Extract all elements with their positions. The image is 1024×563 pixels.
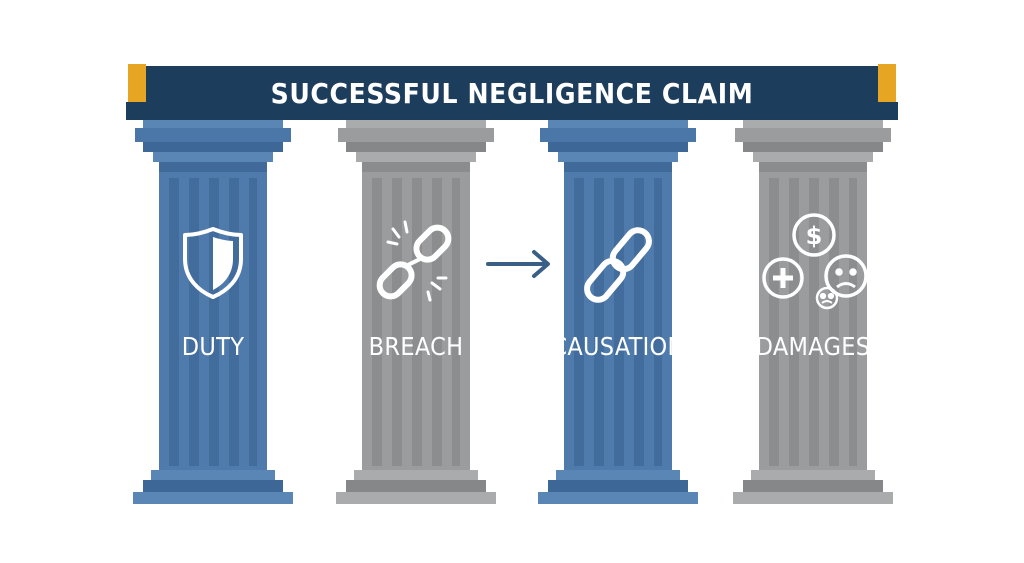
pillar-label-damages: DAMAGES [755, 332, 871, 361]
title-banner [126, 64, 898, 120]
pillar-label-breach: BREACH [368, 332, 464, 361]
banner-title: SUCCESSFUL NEGLIGENCE CLAIM [270, 77, 754, 110]
sad-face-icon [824, 254, 868, 298]
broken-chain-icon [376, 224, 452, 300]
pillar-causation [538, 118, 698, 504]
money-health-sad-icon [762, 213, 868, 310]
health-icon [762, 257, 804, 299]
dollar-symbol: $ [806, 222, 823, 250]
pillar-label-duty: DUTY [181, 332, 245, 361]
pillar-breach [336, 118, 496, 504]
pillar-duty [133, 118, 293, 504]
money-icon [792, 213, 836, 257]
pillar-label-causation: CAUSATION [551, 332, 685, 361]
shield-icon [183, 227, 243, 299]
banner-accent-left [128, 64, 146, 102]
break-sparks [386, 220, 448, 302]
banner-accent-right [878, 64, 896, 102]
chain-link-icon [584, 227, 652, 303]
pillar-damages [733, 118, 893, 504]
small-sad-face-icon [815, 286, 839, 310]
arrow-icon [486, 250, 550, 278]
